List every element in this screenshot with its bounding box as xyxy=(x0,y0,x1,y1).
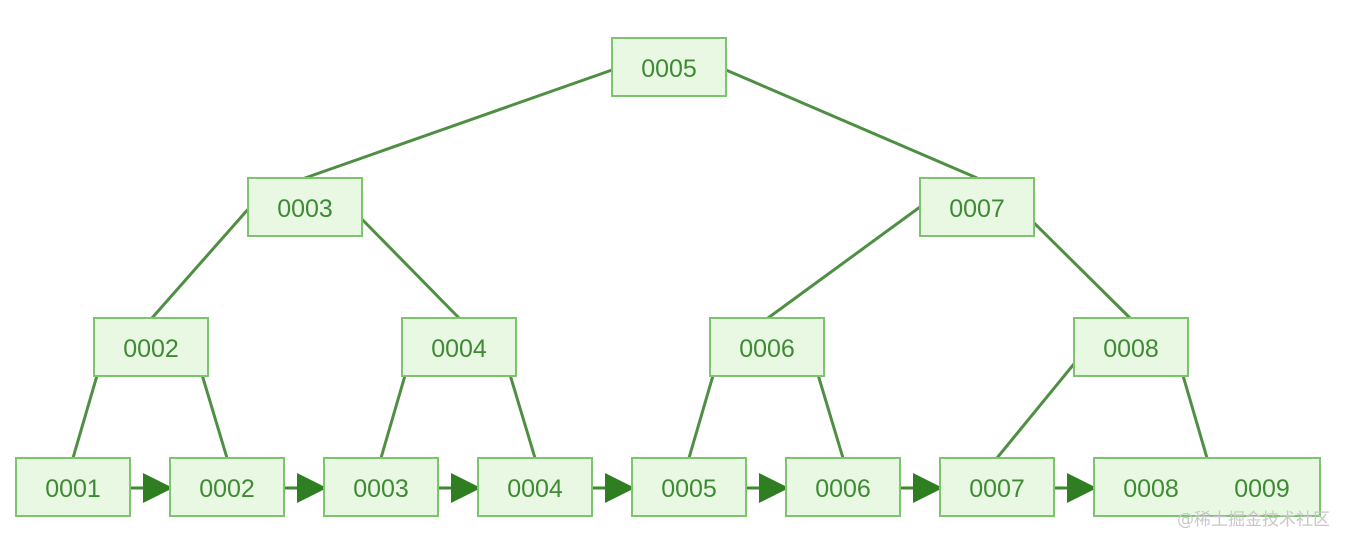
watermark: @稀土掘金技术社区 xyxy=(1177,510,1330,530)
leaf-key: 0003 xyxy=(353,475,409,503)
edge-0003-to-0004 xyxy=(348,205,461,320)
root-node: 0005 xyxy=(611,37,727,97)
leaf-node-0001: 0001 xyxy=(15,457,131,517)
internal-node-0002: 0002 xyxy=(93,317,209,377)
leaf-node-0003: 0003 xyxy=(323,457,439,517)
node-key: 0008 xyxy=(1103,335,1159,363)
leaf-node-0002: 0002 xyxy=(169,457,285,517)
leaf-key: 0001 xyxy=(45,475,101,503)
leaf-key: 0007 xyxy=(969,475,1025,503)
internal-node-0004: 0004 xyxy=(401,317,517,377)
leaf-node-0005: 0005 xyxy=(631,457,747,517)
leaf-key: 0005 xyxy=(661,475,717,503)
leaf-key: 0002 xyxy=(199,475,255,503)
internal-node-0008: 0008 xyxy=(1073,317,1189,377)
leaf-node-0008-0009: 0008 0009 xyxy=(1093,457,1321,517)
leaf-key: 0004 xyxy=(507,475,563,503)
internal-node-0003: 0003 xyxy=(247,177,363,237)
leaf-node-0004: 0004 xyxy=(477,457,593,517)
node-key: 0002 xyxy=(123,335,179,363)
node-key: 0007 xyxy=(949,195,1005,223)
edge-root-to-0003 xyxy=(303,68,614,180)
node-key: 0004 xyxy=(431,335,487,363)
leaf-key: 0009 xyxy=(1234,475,1290,503)
edge-0008-to-leaf-0007 xyxy=(995,346,1089,460)
node-key: 0006 xyxy=(739,335,795,363)
edge-0007-to-0008 xyxy=(1016,205,1132,320)
node-key: 0005 xyxy=(641,55,697,83)
node-key: 0003 xyxy=(277,195,333,223)
leaf-key: 0006 xyxy=(815,475,871,503)
edge-root-to-0007 xyxy=(724,68,979,180)
edge-0007-to-0006 xyxy=(766,205,922,320)
leaf-node-0007: 0007 xyxy=(939,457,1055,517)
leaf-node-0006: 0006 xyxy=(785,457,901,517)
leaf-key: 0008 xyxy=(1123,475,1179,503)
internal-node-0007: 0007 xyxy=(919,177,1035,237)
tree-edges xyxy=(71,68,1209,460)
internal-node-0006: 0006 xyxy=(709,317,825,377)
edge-0003-to-0002 xyxy=(150,205,252,320)
